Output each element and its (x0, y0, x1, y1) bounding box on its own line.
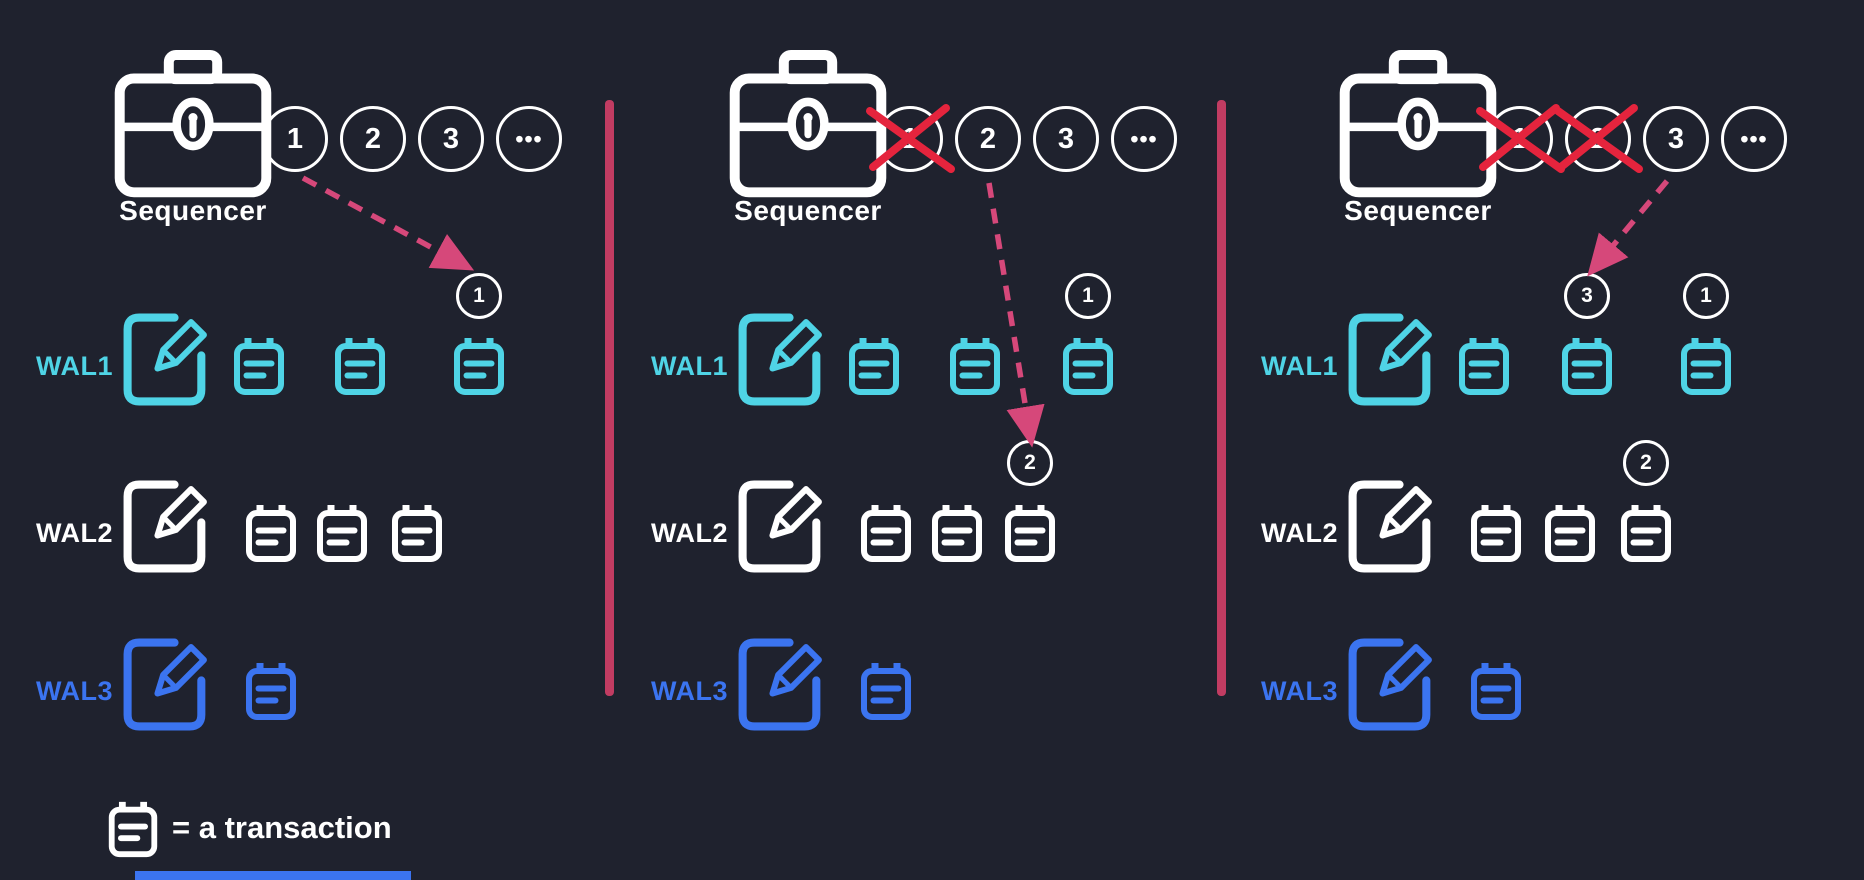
queue-slot-•••: ••• (496, 106, 562, 172)
transaction-icon (1471, 505, 1521, 562)
sequencer-label: Sequencer (734, 195, 882, 226)
sequence-number-badge: 2 (1007, 440, 1053, 486)
sequencer-briefcase-icon (114, 50, 272, 198)
queue-slot-3: 3 (1643, 106, 1709, 172)
transaction-icon (1621, 505, 1671, 562)
sequence-number-badge: 1 (1065, 273, 1111, 319)
wal-label-wal2: WAL2 (651, 518, 729, 548)
queue-slot-3: 3 (418, 106, 484, 172)
queue-slot-1: 1 (262, 106, 328, 172)
sequencer-briefcase-icon (1339, 50, 1497, 198)
queue-slot-•••: ••• (1721, 106, 1787, 172)
sequence-number-badge: 1 (456, 273, 502, 319)
sequencer-label: Sequencer (1344, 195, 1492, 226)
transaction-icon (246, 505, 296, 562)
wal-label-wal3: WAL3 (1261, 676, 1339, 706)
transaction-icon (317, 505, 367, 562)
panel-divider (605, 100, 614, 696)
wal-file-edit-icon (1348, 638, 1432, 731)
queue-slot-2: 2 (1565, 106, 1631, 172)
wal-file-edit-icon (123, 638, 207, 731)
wal-label-wal1: WAL1 (1261, 351, 1339, 381)
transaction-icon (1005, 505, 1055, 562)
transaction-icon (849, 338, 899, 395)
transaction-icon (335, 338, 385, 395)
sequence-number-badge: 3 (1564, 273, 1610, 319)
transaction-icon (1459, 338, 1509, 395)
sequencer-label: Sequencer (119, 195, 267, 226)
wal-file-edit-icon (738, 638, 822, 731)
wal-label-wal2: WAL2 (36, 518, 114, 548)
legend-transaction-icon (108, 801, 158, 858)
queue-slot-3: 3 (1033, 106, 1099, 172)
bottom-accent-bar (135, 871, 411, 880)
transaction-icon (861, 505, 911, 562)
legend-text: = a transaction (172, 810, 392, 845)
wal-label-wal2: WAL2 (1261, 518, 1339, 548)
transaction-icon (861, 663, 911, 720)
transaction-icon (1471, 663, 1521, 720)
transaction-icon (932, 505, 982, 562)
sequence-number-badge: 2 (1623, 440, 1669, 486)
wal-file-edit-icon (1348, 313, 1432, 406)
transaction-icon (246, 663, 296, 720)
wal-label-wal3: WAL3 (651, 676, 729, 706)
wal-file-edit-icon (123, 480, 207, 573)
wal-file-edit-icon (738, 313, 822, 406)
queue-slot-•••: ••• (1111, 106, 1177, 172)
transaction-icon (392, 505, 442, 562)
wal-label-wal1: WAL1 (36, 351, 114, 381)
wal-label-wal3: WAL3 (36, 676, 114, 706)
sequence-number-badge: 1 (1683, 273, 1729, 319)
transaction-icon (454, 338, 504, 395)
queue-slot-2: 2 (955, 106, 1021, 172)
wal-file-edit-icon (738, 480, 822, 573)
transaction-icon (1545, 505, 1595, 562)
transaction-icon (1562, 338, 1612, 395)
queue-slot-2: 2 (340, 106, 406, 172)
transaction-icon (950, 338, 1000, 395)
transaction-icon (234, 338, 284, 395)
queue-slot-1: 1 (877, 106, 943, 172)
wal-file-edit-icon (123, 313, 207, 406)
transaction-icon (1681, 338, 1731, 395)
transaction-icon (1063, 338, 1113, 395)
wal-label-wal1: WAL1 (651, 351, 729, 381)
wal-file-edit-icon (1348, 480, 1432, 573)
sequencer-briefcase-icon (729, 50, 887, 198)
panel-divider (1217, 100, 1226, 696)
queue-slot-1: 1 (1487, 106, 1553, 172)
